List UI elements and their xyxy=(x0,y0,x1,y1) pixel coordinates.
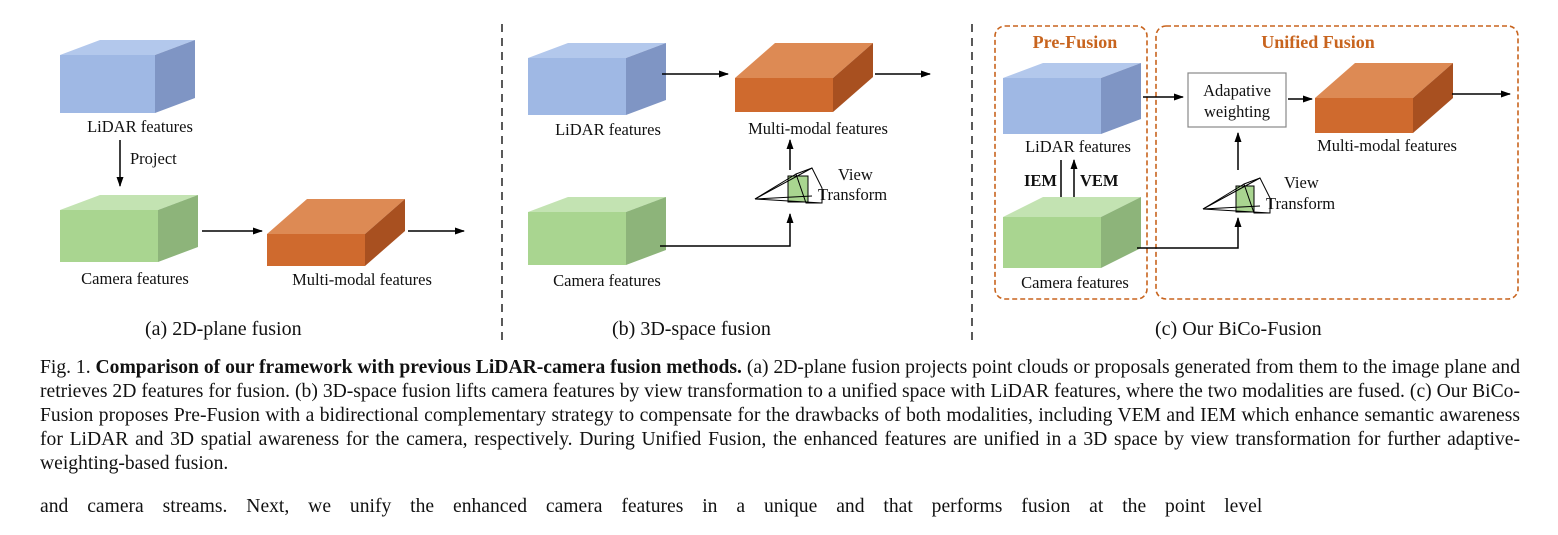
figure-caption: Fig. 1. Comparison of our framework with… xyxy=(40,342,1520,476)
adaptive-weighting-box xyxy=(1187,72,1287,128)
body-text-fragment: and camera streams. Next, we unify the e… xyxy=(40,496,1263,517)
lidar-features-label: LiDAR features xyxy=(1025,137,1131,156)
unified-fusion-title: Unified Fusion xyxy=(1261,32,1375,52)
camera-to-transform-arrow xyxy=(1137,217,1242,249)
subcaption-c: (c) Our BiCo-Fusion xyxy=(1155,318,1322,340)
iem-label: IEM xyxy=(1024,171,1057,190)
multimodal-feature-block xyxy=(735,43,873,112)
lidar-features-label: LiDAR features xyxy=(555,120,661,139)
subcaption-a: (a) 2D-plane fusion xyxy=(145,318,302,340)
panel-a-2d-plane-fusion: LiDAR features Project Camera features M… xyxy=(60,40,465,289)
unified-fusion-box xyxy=(1155,25,1519,300)
view-transform-icon xyxy=(754,167,823,204)
vem-label: VEM xyxy=(1080,171,1119,190)
camera-features-label: Camera features xyxy=(1021,273,1129,292)
view-label: View xyxy=(838,165,873,184)
transform-label: Transform xyxy=(1266,194,1335,213)
pre-fusion-box xyxy=(994,25,1148,300)
camera-feature-block xyxy=(528,197,666,265)
camera-feature-block xyxy=(60,195,198,262)
adaptive-weighting-label-line2: weighting xyxy=(1204,102,1270,121)
view-label: View xyxy=(1284,173,1319,192)
camera-features-label: Camera features xyxy=(553,271,661,290)
pre-fusion-title: Pre-Fusion xyxy=(1033,32,1118,52)
lidar-feature-block xyxy=(528,43,666,115)
lidar-feature-block xyxy=(60,40,195,113)
camera-features-label: Camera features xyxy=(81,269,189,288)
transform-label: Transform xyxy=(818,185,887,204)
multimodal-feature-block xyxy=(267,199,405,266)
caption-bold-title: Comparison of our framework with previou… xyxy=(95,357,742,378)
multimodal-feature-block xyxy=(1315,63,1453,133)
adaptive-weighting-label-line1: Adapative xyxy=(1203,81,1271,100)
project-label: Project xyxy=(130,149,177,168)
camera-feature-block xyxy=(1003,197,1141,268)
caption-prefix: Fig. 1. xyxy=(40,357,96,378)
panel-c-bico-fusion: Pre-Fusion Unified Fusion LiDAR features… xyxy=(994,25,1519,300)
camera-to-transform-arrow xyxy=(660,213,794,247)
lidar-feature-block xyxy=(1003,63,1141,134)
multimodal-features-label: Multi-modal features xyxy=(1317,136,1457,155)
lidar-features-label: LiDAR features xyxy=(87,117,193,136)
view-transform-icon xyxy=(1202,177,1271,214)
multimodal-features-label: Multi-modal features xyxy=(748,119,888,138)
subcaption-b: (b) 3D-space fusion xyxy=(612,318,771,340)
panel-b-3d-space-fusion: LiDAR features Multi-modal features View… xyxy=(528,43,931,290)
comparison-figure: LiDAR features Project Camera features M… xyxy=(60,24,1519,345)
caption-body: (a) 2D-plane fusion projects point cloud… xyxy=(40,357,1521,474)
multimodal-features-label: Multi-modal features xyxy=(292,270,432,289)
